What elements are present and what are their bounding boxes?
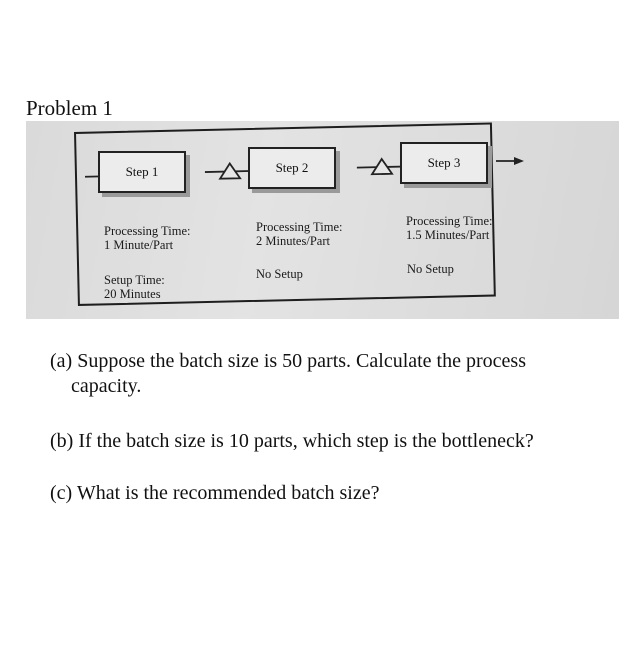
process-flow-diagram: Step 1 Step 2 Step 3 Processing Time: 1 … (26, 121, 619, 319)
question-prefix: (a) (50, 350, 73, 372)
question-a: (a) Suppose the batch size is 50 parts. … (50, 349, 610, 399)
step-1-processing: Processing Time: 1 Minute/Part (104, 224, 190, 252)
processing-value: 1.5 Minutes/Part (406, 228, 490, 242)
step-3-setup: No Setup (407, 262, 454, 276)
step-3-processing: Processing Time: 1.5 Minutes/Part (406, 214, 492, 242)
question-b: (b) If the batch size is 10 parts, which… (50, 429, 610, 454)
setup-label: Setup Time: (104, 273, 165, 287)
step-2-processing: Processing Time: 2 Minutes/Part (256, 220, 342, 248)
question-c: (c) What is the recommended batch size? (50, 481, 610, 506)
question-text: Suppose the batch size is 50 parts. Calc… (77, 350, 526, 372)
processing-label: Processing Time: (406, 214, 493, 228)
flow-connectors (84, 157, 427, 181)
problem-title: Problem 1 (26, 96, 113, 120)
step-2-label: Step 2 (275, 160, 309, 175)
question-prefix: (b) (50, 430, 74, 452)
processing-value: 1 Minute/Part (104, 238, 174, 252)
setup-value: 20 Minutes (104, 287, 161, 301)
question-text-continuation: capacity. (71, 375, 142, 397)
question-prefix: (c) (50, 482, 73, 504)
processing-label: Processing Time: (104, 224, 191, 238)
step-1-box: Step 1 (98, 151, 186, 193)
step-3-box: Step 3 (400, 142, 488, 184)
step-1-label: Step 1 (125, 164, 159, 179)
step-1-setup: Setup Time: 20 Minutes (104, 273, 165, 301)
step-2-setup: No Setup (256, 267, 303, 281)
setup-label: No Setup (407, 262, 454, 276)
step-2-box: Step 2 (248, 147, 336, 189)
question-text: If the batch size is 10 parts, which ste… (78, 430, 534, 452)
diagram-frame (74, 122, 496, 306)
step-3-label: Step 3 (427, 155, 461, 170)
question-text: What is the recommended batch size? (76, 482, 380, 504)
processing-value: 2 Minutes/Part (256, 234, 330, 248)
setup-label: No Setup (256, 267, 303, 281)
arrow-right-icon (496, 157, 524, 165)
processing-label: Processing Time: (256, 220, 343, 234)
